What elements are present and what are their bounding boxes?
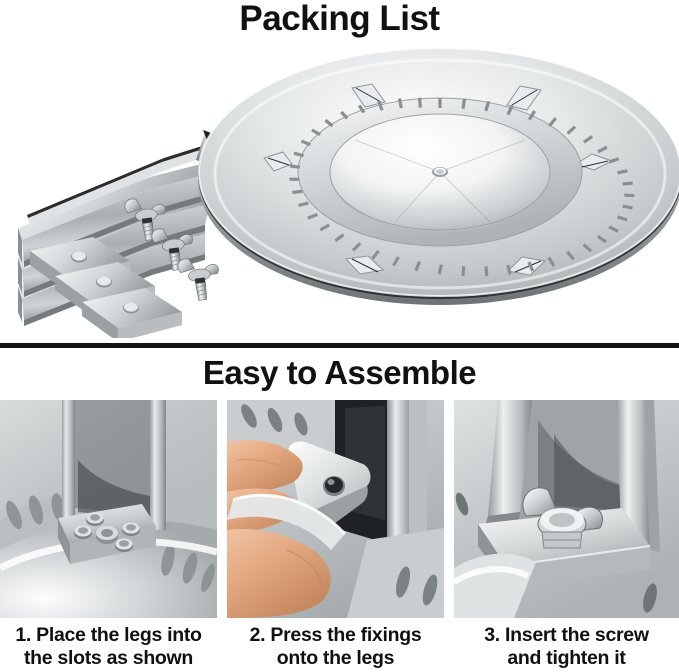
tab-slot-lines [267,87,609,273]
fixing-plate-in-hand [288,441,371,534]
assembly-photo-step-2 [227,400,444,618]
assembly-photo-step-1 [0,400,217,618]
packing-list-title: Packing List [239,0,440,38]
step-2-caption-line-1: 2. Press the fixings [249,624,422,646]
step-2-caption-line-2: onto the legs [276,647,395,669]
step-1-caption-line-1: 1. Place the legs into [15,624,202,646]
section-divider [0,343,679,348]
packing-list-photo [0,22,679,338]
step-2-caption: 2. Press the fixings onto the legs [227,624,444,670]
step-3-caption-line-2: and tighten it [507,647,626,669]
step-1-caption-line-2: the slots as shown [23,647,194,669]
fixing-plate-parts-group [30,237,182,338]
assembly-photo-step-3 [454,400,679,618]
wing-screw-1 [124,198,166,241]
wing-screw-parts-group [124,198,219,301]
hand [227,439,331,618]
step-3-caption: 3. Insert the screw and tighten it [454,624,679,670]
easy-to-assemble-title: Easy to Assemble [202,354,477,391]
fixing-plate-3 [82,288,182,338]
step-1-caption: 1. Place the legs into the slots as show… [0,624,217,670]
wing-screw-installed [522,487,603,549]
wing-screw-3 [177,258,219,301]
step-3-caption-line-1: 3. Insert the screw [484,624,649,646]
vent-slots [289,97,635,277]
round-heat-plate [198,47,679,305]
bolts [74,512,140,552]
